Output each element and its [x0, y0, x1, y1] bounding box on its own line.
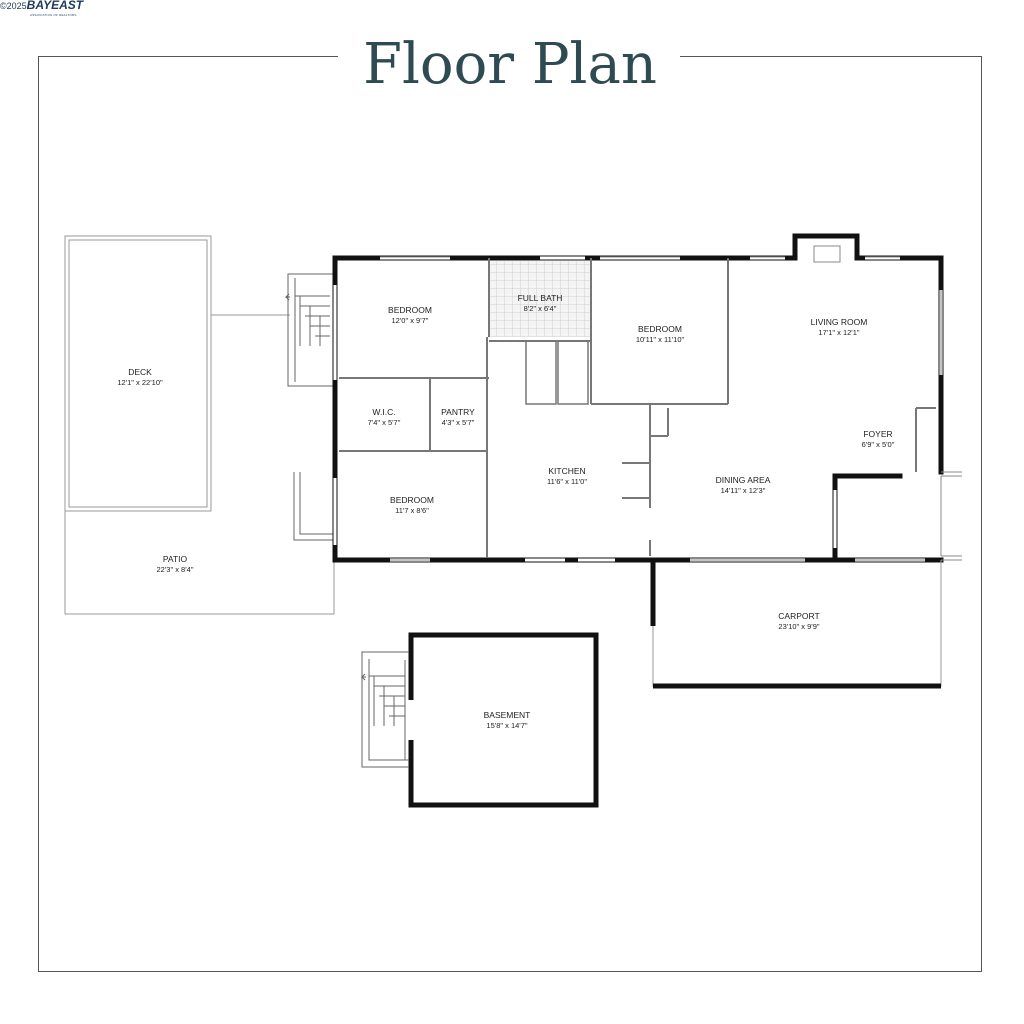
room-dims: 11'7 x 8'6": [395, 506, 429, 515]
room-label-wic: W.I.C. 7'4" x 5'7": [368, 407, 401, 428]
room-name: BEDROOM: [390, 495, 434, 505]
room-label-bedroom-3: BEDROOM 11'7 x 8'6": [390, 495, 434, 516]
room-label-basement: BASEMENT 15'8" x 14'7": [484, 710, 531, 731]
room-dims: 12'1" x 22'10": [117, 378, 163, 387]
room-label-dining-area: DINING AREA 14'11" x 12'3": [716, 475, 771, 496]
full-bath-tile-floor: [489, 261, 591, 337]
room-name: LIVING ROOM: [810, 317, 868, 327]
frame-border-right: [981, 56, 982, 972]
copyright-text: ©2025: [0, 1, 27, 11]
room-label-living-room: LIVING ROOM 17'1" x 12'1": [811, 317, 868, 338]
room-label-patio: PATIO 22'3" x 8'4": [157, 554, 194, 575]
room-name: BEDROOM: [638, 324, 682, 334]
frame-border-top-right: [680, 56, 982, 57]
room-dims: 10'11" x 11'10": [635, 335, 685, 344]
room-name: BEDROOM: [388, 305, 432, 315]
room-dims: 11'6" x 11'0": [546, 477, 588, 486]
page-title: Floor Plan: [363, 32, 657, 97]
basement-outline: [408, 632, 599, 808]
room-name: DINING AREA: [715, 475, 771, 485]
room-dims: 6'9" x 5'0": [861, 440, 895, 449]
basement-stairs: [360, 651, 409, 768]
room-name: KITCHEN: [548, 466, 586, 476]
carport-outline: [650, 560, 942, 689]
room-dims: 22'3" x 8'4": [156, 565, 194, 574]
brand-name: BAYEAST: [26, 0, 84, 12]
room-label-foyer: FOYER 6'9" x 5'0": [862, 429, 895, 450]
room-dims: 23'10" x 9'9": [778, 622, 820, 631]
room-dims: 8'2" x 6'4": [523, 304, 557, 313]
room-name: FOYER: [863, 429, 893, 439]
room-dims: 17'1" x 12'1": [818, 328, 860, 337]
room-label-kitchen: KITCHEN 11'6" x 11'0": [547, 466, 587, 487]
room-label-bedroom-2: BEDROOM 10'11" x 11'10": [636, 324, 684, 345]
brand-tagline: ASSOCIATION OF REALTORS: [30, 13, 77, 17]
room-name: PATIO: [162, 554, 188, 564]
room-name: FULL BATH: [517, 293, 563, 303]
room-label-deck: DECK 12'1" x 22'10": [117, 367, 162, 388]
window-lines: [380, 256, 962, 561]
deck-outline: [64, 235, 212, 512]
room-name: CARPORT: [778, 611, 820, 621]
room-label-bedroom-1: BEDROOM 12'0" x 9'7": [388, 305, 432, 326]
interior-walls: [339, 258, 936, 558]
left-stairs-bottom: [293, 472, 334, 541]
left-stairs-top: [284, 273, 334, 387]
room-name: PANTRY: [441, 407, 475, 417]
frame-border-left: [38, 56, 39, 972]
room-dims: 14'11" x 12'3": [720, 486, 766, 495]
room-dims: 12'0" x 9'7": [391, 316, 429, 325]
room-dims: 4'3" x 5'7": [441, 418, 475, 427]
room-name: DECK: [128, 367, 152, 377]
kitchen-closets: [525, 340, 589, 405]
room-dims: 7'4" x 5'7": [367, 418, 401, 427]
room-label-carport: CARPORT 23'10" x 9'9": [778, 611, 819, 632]
room-dims: 15'8" x 14'7": [486, 721, 528, 730]
room-label-pantry: PANTRY 4'3" x 5'7": [441, 407, 475, 428]
room-name: BASEMENT: [483, 710, 531, 720]
room-name: W.I.C.: [372, 407, 396, 417]
frame-border-bottom: [38, 971, 982, 972]
room-label-full-bath: FULL BATH 8'2" x 6'4": [518, 293, 563, 314]
frame-border-top-left: [38, 56, 338, 57]
watermark-logo: ©2025BAYEAST ASSOCIATION OF REALTORS: [0, 0, 84, 17]
patio-outline: [64, 511, 335, 615]
fireplace: [813, 245, 841, 263]
